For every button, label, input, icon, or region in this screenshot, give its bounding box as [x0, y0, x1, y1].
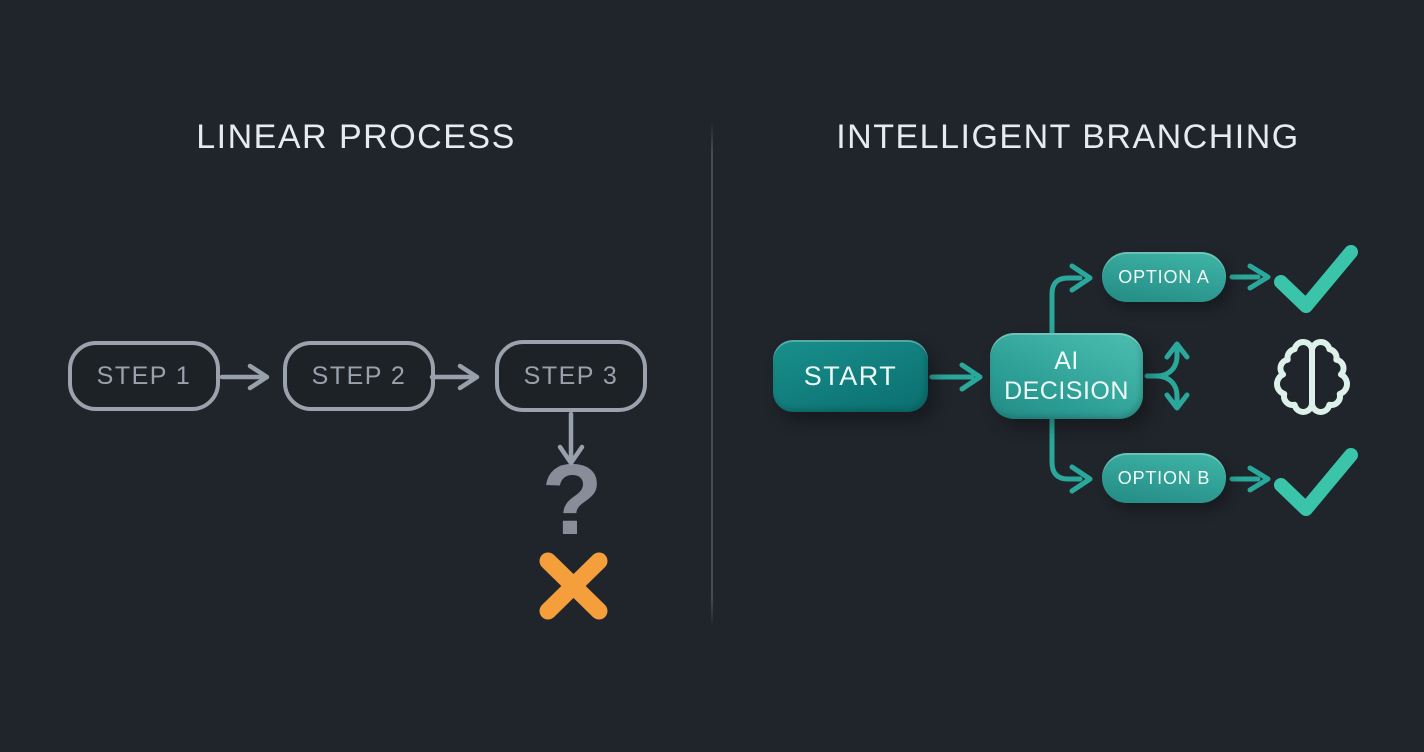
arrow-right-icon-option-a	[1229, 263, 1271, 291]
x-mark-icon	[539, 552, 608, 620]
step-1-label: STEP 1	[96, 361, 192, 390]
arrow-right-icon-step2-step3	[429, 363, 480, 391]
arrow-right-icon-option-b	[1229, 465, 1271, 493]
ai-decision-node: AI DECISION	[990, 333, 1143, 419]
step-2-label: STEP 2	[311, 361, 407, 390]
connector-decision-to-option-a	[1049, 263, 1093, 336]
step-3-box: STEP 3	[495, 340, 647, 412]
step-1-box: STEP 1	[68, 341, 220, 411]
start-node: START	[773, 340, 928, 412]
step-3-label: STEP 3	[523, 361, 619, 390]
ai-decision-label-line1: AI	[1054, 347, 1079, 375]
checkmark-icon-b	[1274, 448, 1358, 516]
question-mark: ?	[541, 444, 603, 556]
brain-icon	[1274, 339, 1350, 415]
arrow-right-icon-step1-step2	[219, 363, 270, 391]
ai-decision-label-line2: DECISION	[1004, 377, 1129, 405]
option-b-label: OPTION B	[1117, 467, 1211, 488]
step-2-box: STEP 2	[283, 341, 435, 411]
right-panel-title: INTELLIGENT BRANCHING	[836, 118, 1300, 156]
start-label: START	[803, 360, 898, 391]
branch-arrows-icon	[1144, 341, 1190, 411]
option-a-label: OPTION A	[1118, 266, 1210, 287]
arrow-right-icon-start-decision	[929, 362, 983, 392]
connector-decision-to-option-b	[1049, 416, 1093, 494]
panel-divider	[711, 122, 713, 628]
option-b-node: OPTION B	[1102, 453, 1226, 503]
checkmark-icon-a	[1274, 245, 1358, 313]
option-a-node: OPTION A	[1102, 252, 1226, 302]
left-panel-title: LINEAR PROCESS	[196, 118, 516, 156]
